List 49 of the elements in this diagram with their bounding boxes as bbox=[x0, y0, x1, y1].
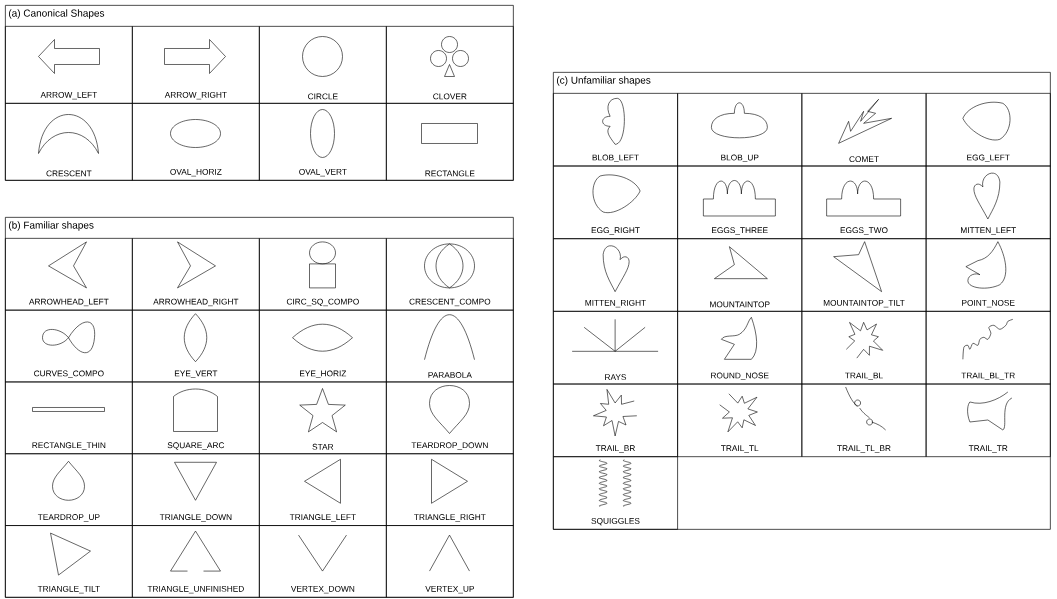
shape-cell: ROUND_NOSE bbox=[677, 311, 803, 385]
shape-cell: CLOVER bbox=[386, 26, 514, 104]
shape-cell: MITTEN_LEFT bbox=[925, 165, 1051, 240]
shape-cell: VERTEX_UP bbox=[386, 525, 514, 598]
shape-cell: ARROWHEAD_LEFT bbox=[5, 238, 133, 311]
shape-cell: CRESCENT bbox=[5, 103, 133, 181]
shape-cell: TRAIL_TL bbox=[677, 383, 803, 458]
shape-cell: TRIANGLE_LEFT bbox=[259, 453, 387, 526]
shape-cell: TRAIL_TL_BR bbox=[801, 383, 927, 458]
shape-cell: TRIANGLE_TILT bbox=[5, 525, 133, 598]
shape-cell: EGGS_THREE bbox=[677, 165, 803, 240]
shape-cell: MITTEN_RIGHT bbox=[553, 238, 678, 312]
shape-cell: TRIANGLE_RIGHT bbox=[386, 453, 514, 526]
shape-cell: TRIANGLE_UNFINISHED bbox=[132, 525, 260, 598]
shape-cell: OVAL_HORIZ bbox=[132, 103, 260, 181]
shape-cell: EYE_HORIZ bbox=[259, 309, 387, 383]
shape-cell: TRAIL_BR bbox=[553, 383, 678, 458]
shape-cell: BLOB_LEFT bbox=[553, 93, 678, 167]
shape-cell: MOUNTAINTOP bbox=[677, 238, 803, 312]
shape-cell: TRAIL_BL_TR bbox=[925, 311, 1051, 385]
shape-cell: POINT_NOSE bbox=[925, 238, 1051, 312]
shape-cell: EGG_RIGHT bbox=[553, 165, 678, 240]
shape-cell: COMET bbox=[801, 93, 927, 167]
shape-cell: VERTEX_DOWN bbox=[259, 525, 387, 598]
shape-cell: TEARDROP_DOWN bbox=[386, 381, 514, 455]
shape-cell: TRAIL_BL bbox=[801, 311, 927, 385]
shape-cell: MOUNTAINTOP_TILT bbox=[801, 238, 927, 312]
shape-cell: EGG_LEFT bbox=[925, 93, 1051, 167]
shape-cell: ARROW_RIGHT bbox=[132, 26, 260, 104]
shape-cell: PARABOLA bbox=[386, 309, 514, 383]
shape-cell: OVAL_VERT bbox=[259, 103, 387, 181]
shape-cell: CIRC_SQ_COMPO bbox=[259, 238, 387, 311]
shape-cell: STAR bbox=[259, 381, 387, 455]
shape-cell: TRIANGLE_DOWN bbox=[132, 453, 260, 526]
shape-cell: BLOB_UP bbox=[677, 93, 803, 167]
shape-cell: ARROWHEAD_RIGHT bbox=[132, 238, 260, 311]
shape-cell: EGGS_TWO bbox=[801, 165, 927, 240]
shape-cell: ARROW_LEFT bbox=[5, 26, 133, 104]
shape-cell: TEARDROP_UP bbox=[5, 453, 133, 526]
shape-cell: RAYS bbox=[553, 311, 678, 385]
shape-cell: EYE_VERT bbox=[132, 309, 260, 383]
shape-cell: CRESCENT_COMPO bbox=[386, 238, 514, 311]
shape-cell: SQUARE_ARC bbox=[132, 381, 260, 455]
shape-cell: SQUIGGLES bbox=[553, 456, 678, 530]
shape-cell: CIRCLE bbox=[259, 26, 387, 104]
shape-cell: TRAIL_TR bbox=[925, 383, 1051, 458]
shape-cell: RECTANGLE_THIN bbox=[5, 381, 133, 455]
shape-cell: RECTANGLE bbox=[386, 103, 514, 181]
shape-cell: CURVES_COMPO bbox=[5, 309, 133, 383]
